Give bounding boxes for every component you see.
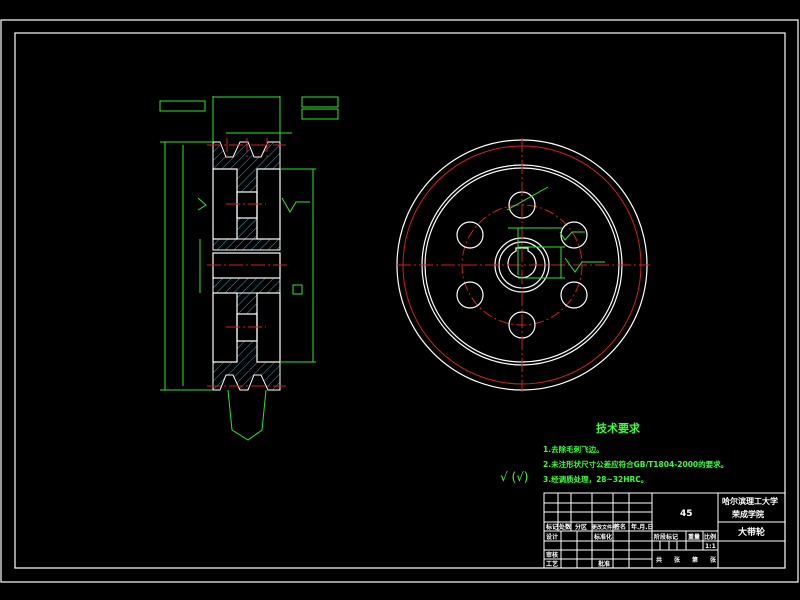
weight-label: 重量 (688, 533, 700, 541)
header-sign: 签名 (613, 523, 626, 531)
inner-frame (14, 32, 786, 569)
process-label: 工艺 (546, 560, 558, 568)
sheet-number-label: 第 (691, 556, 698, 564)
header-zone: 分区 (575, 523, 587, 531)
title-block-text: 标记 处数 分区 更改文件号 签名 年.月.日 设计 标准化 审核 工艺 批准 … (545, 496, 778, 568)
tech-requirement-3: 3.经调质处理，28~32HRC。 (543, 474, 648, 484)
header-count: 处数 (558, 523, 572, 531)
design-label: 设计 (546, 533, 558, 541)
sheets-unit-2: 张 (710, 556, 717, 564)
outer-border (0, 19, 799, 583)
tech-requirement-2: 2.未注形状尺寸公差应符合GB/T1804-2000的要求。 (543, 459, 728, 469)
part-name: 大带轮 (738, 526, 765, 538)
sheets-unit-1: 张 (674, 556, 681, 564)
school-name: 哈尔滨理工大学 (722, 496, 778, 506)
tech-requirement-1: 1.去除毛刺飞边。 (543, 444, 604, 454)
tech-requirements-title: 技术要求 (596, 421, 641, 435)
title-block (543, 492, 786, 569)
material: 45 (680, 509, 693, 519)
tech-requirements: 技术要求 1.去除毛刺飞边。 2.未注形状尺寸公差应符合GB/T1804-200… (500, 421, 728, 484)
roughness-symbol: √ (√) (500, 470, 528, 484)
header-date: 年.月.日 (631, 523, 654, 531)
header-mark: 标记 (545, 523, 558, 531)
scale-value: 1:1 (705, 543, 716, 550)
sheets-total-label: 共 (656, 556, 662, 564)
scale-label: 比例 (704, 533, 716, 541)
header-change-doc: 更改文件号 (592, 524, 617, 531)
section-view (159, 96, 339, 441)
review-label: 审核 (546, 551, 558, 559)
front-view (396, 138, 650, 392)
approve-label: 批准 (598, 560, 610, 568)
college-name: 荣成学院 (731, 509, 764, 519)
standardize-label: 标准化 (593, 533, 612, 541)
stage-mark-label: 阶段标记 (654, 533, 678, 541)
